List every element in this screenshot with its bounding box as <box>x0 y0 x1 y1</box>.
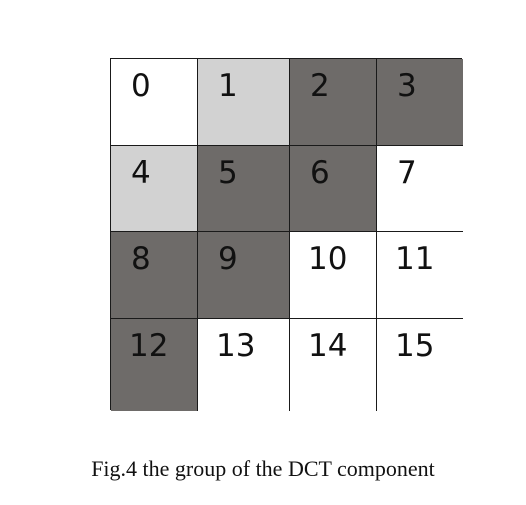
dct-cell-10: 10 <box>290 232 377 319</box>
dct-cell-label: 15 <box>395 328 435 364</box>
dct-cell-1: 1 <box>198 59 290 146</box>
dct-component-grid: 0 1 2 3 4 5 6 7 8 9 10 11 12 13 14 15 <box>110 58 463 411</box>
dct-cell-label: 2 <box>310 68 330 104</box>
dct-cell-label: 1 <box>218 68 238 104</box>
dct-cell-label: 14 <box>308 328 348 364</box>
dct-cell-14: 14 <box>290 319 377 411</box>
dct-cell-label: 0 <box>131 68 151 104</box>
dct-cell-label: 9 <box>218 241 238 277</box>
dct-cell-2: 2 <box>290 59 377 146</box>
dct-cell-8: 8 <box>111 232 198 319</box>
dct-cell-label: 5 <box>218 155 238 191</box>
dct-cell-7: 7 <box>377 146 463 232</box>
dct-cell-label: 13 <box>216 328 256 364</box>
dct-cell-11: 11 <box>377 232 463 319</box>
dct-cell-label: 3 <box>397 68 417 104</box>
figure-caption: Fig.4 the group of the DCT component <box>91 456 435 481</box>
dct-cell-label: 4 <box>131 155 151 191</box>
dct-cell-label: 8 <box>131 241 151 277</box>
dct-cell-label: 12 <box>129 328 169 364</box>
dct-cell-15: 15 <box>377 319 463 411</box>
dct-cell-13: 13 <box>198 319 290 411</box>
dct-cell-5: 5 <box>198 146 290 232</box>
dct-cell-9: 9 <box>198 232 290 319</box>
dct-cell-label: 11 <box>395 241 435 277</box>
dct-cell-label: 6 <box>310 155 330 191</box>
dct-cell-12: 12 <box>111 319 198 411</box>
dct-cell-4: 4 <box>111 146 198 232</box>
dct-cell-label: 7 <box>397 155 417 191</box>
dct-cell-0: 0 <box>111 59 198 146</box>
dct-cell-6: 6 <box>290 146 377 232</box>
dct-cell-label: 10 <box>308 241 348 277</box>
dct-cell-3: 3 <box>377 59 463 146</box>
